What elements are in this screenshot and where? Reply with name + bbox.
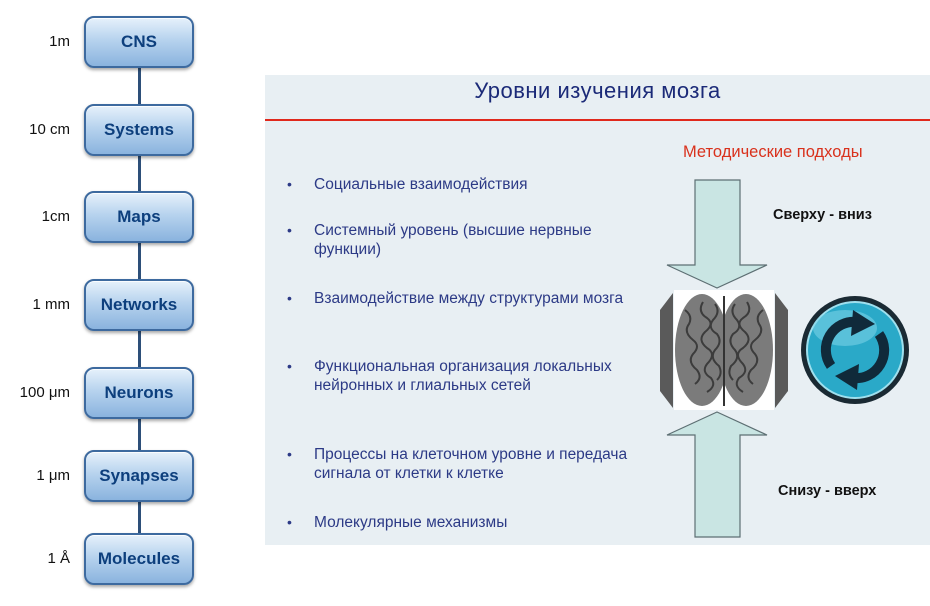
level-box-synapses: Synapses [84,450,194,502]
methods-heading: Методические подходы [683,143,863,161]
approaches-graphic [660,179,909,538]
scale-label-maps: 1cm [41,208,70,225]
bullet-text: Социальные взаимодействия [314,176,528,193]
down-arrow-icon [666,179,768,289]
bullet-item: • Процессы на клеточном уровне и передач… [287,445,647,483]
brain-icon [674,290,774,410]
level-box-maps: Maps [84,191,194,243]
bottom-up-label: Снизу - вверх [778,483,877,499]
scale-label-synapses: 1 μm [36,467,70,484]
left-bracket-shape [660,293,673,408]
scale-label-neurons: 100 μm [19,384,70,401]
bullet-item: • Молекулярные механизмы [287,513,647,532]
bullet-dot-icon: • [287,290,292,306]
bullet-text: Функциональная организация локальных ней… [314,358,612,394]
bullet-dot-icon: • [287,514,292,530]
level-box-networks: Networks [84,279,194,331]
scale-hierarchy: 1m CNS 10 cm Systems 1cm Maps 1 mm Netwo… [0,0,210,606]
bullet-text: Системный уровень (высшие нервные функци… [314,222,592,258]
top-down-label: Сверху - вниз [773,207,872,223]
bullet-item: • Взаимодействие между структурами мозга [287,289,647,308]
title-divider [265,119,930,121]
bullet-dot-icon: • [287,446,292,462]
cycle-arrows-icon [801,296,909,404]
bullet-text: Молекулярные механизмы [314,514,508,531]
level-box-systems: Systems [84,104,194,156]
brain-study-levels-slide: Уровни изучения мозга • Социальные взаим… [265,75,930,545]
bullet-dot-icon: • [287,176,292,192]
bullet-item: • Системный уровень (высшие нервные функ… [287,221,647,259]
bullet-dot-icon: • [287,358,292,374]
bullet-text: Процессы на клеточном уровне и передача … [314,446,628,482]
bullet-item: • Социальные взаимодействия [287,175,647,194]
scale-label-molecules: 1 Å [47,550,70,567]
level-box-molecules: Molecules [84,533,194,585]
slide-title: Уровни изучения мозга [474,78,721,103]
bullet-text: Взаимодействие между структурами мозга [314,290,624,307]
up-arrow-icon [666,411,768,538]
scale-label-networks: 1 mm [32,296,71,313]
bullet-dot-icon: • [287,222,292,238]
scale-label-cns: 1m [49,33,70,50]
bullet-item: • Функциональная организация локальных н… [287,357,647,395]
level-box-neurons: Neurons [84,367,194,419]
right-bracket-shape [775,293,788,408]
scale-label-systems: 10 cm [29,121,70,138]
level-box-cns: CNS [84,16,194,68]
